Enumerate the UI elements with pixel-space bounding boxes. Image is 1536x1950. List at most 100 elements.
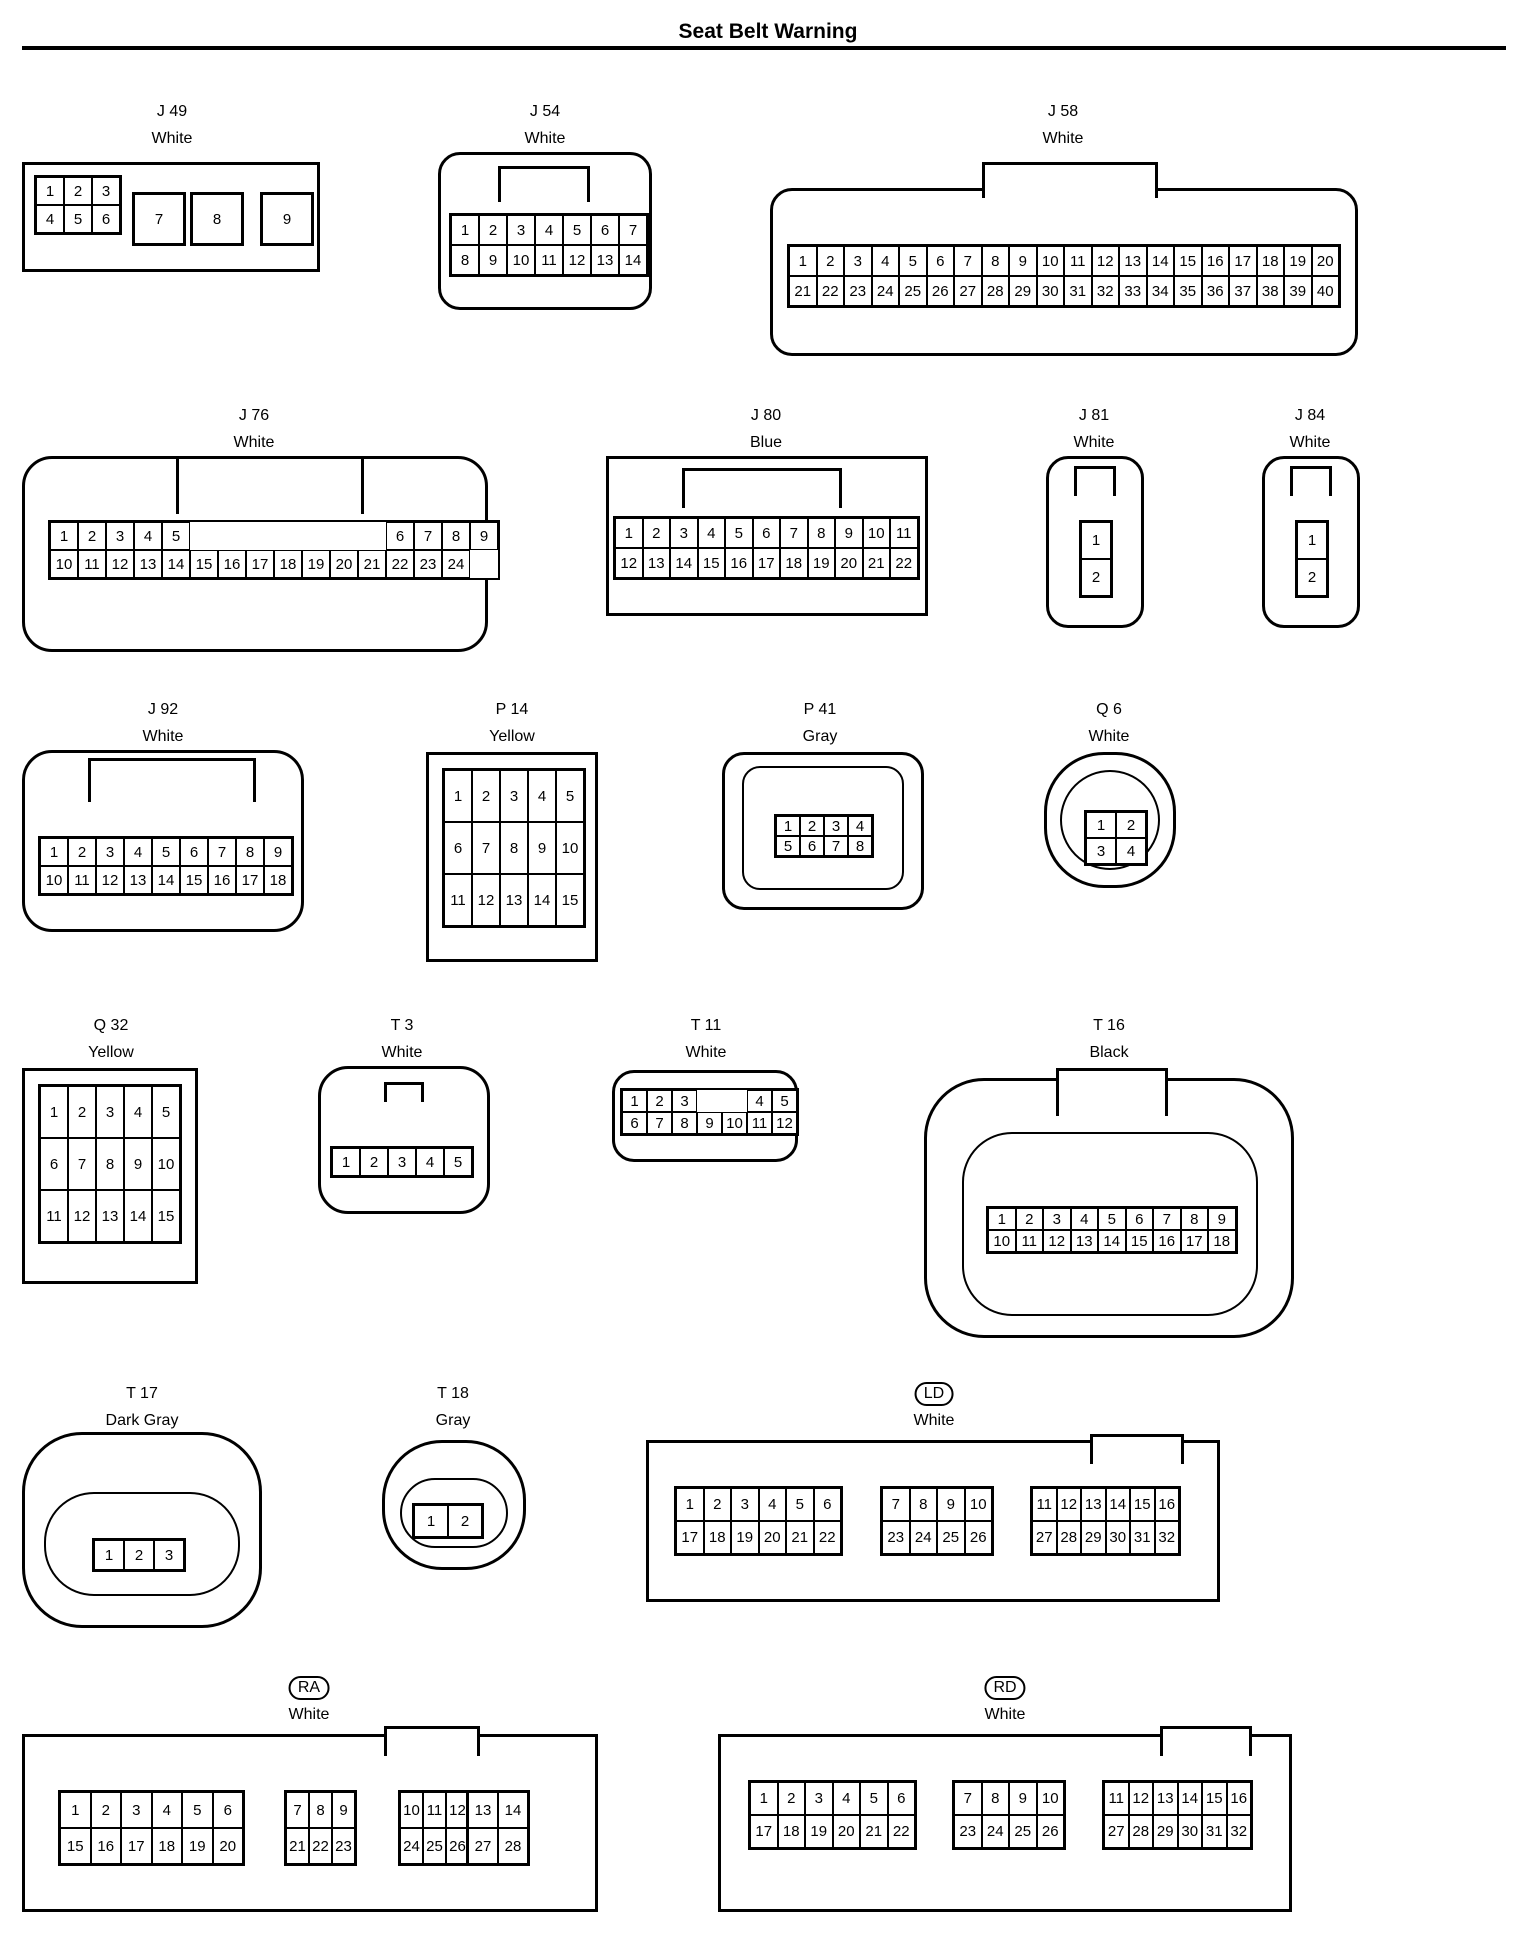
pin-2: 2 (816, 246, 844, 276)
pin-25: 25 (423, 1828, 446, 1864)
pin-13: 13 (468, 1792, 498, 1828)
pin-8: 8 (981, 246, 1009, 276)
connector-color: White (1289, 434, 1331, 451)
pin-9: 9 (124, 1138, 152, 1190)
connector-id-text: T 18 (437, 1385, 469, 1402)
pin-12: 12 (472, 874, 500, 926)
pin-12: 12 (96, 866, 124, 894)
pin-16: 16 (208, 866, 236, 894)
pin-9: 9 (528, 822, 556, 874)
pin-7: 7 (780, 518, 808, 548)
pin-19: 19 (807, 548, 835, 578)
pin-15: 15 (190, 550, 218, 578)
pin-31: 31 (1202, 1815, 1227, 1848)
pin-5: 5 (444, 1148, 472, 1176)
pin-4: 4 (134, 522, 162, 550)
connector-latch (384, 1726, 480, 1756)
pin-5: 5 (556, 770, 584, 822)
pin-14: 14 (162, 550, 190, 578)
pin-15: 15 (60, 1828, 91, 1864)
connector-id: RD (984, 1674, 1026, 1701)
pin-35: 35 (1174, 276, 1202, 306)
pin-2: 2 (800, 816, 824, 836)
pin-22: 22 (309, 1828, 332, 1864)
pin-25: 25 (899, 276, 927, 306)
pin-6: 6 (926, 246, 954, 276)
pin-31: 31 (1130, 1521, 1155, 1554)
pin-5: 5 (162, 522, 190, 550)
connector-id: RA (288, 1674, 330, 1701)
pin-8: 8 (192, 194, 242, 244)
pin-11: 11 (40, 1190, 68, 1242)
connector-id-text: J 84 (1294, 407, 1326, 424)
pin-12: 12 (68, 1190, 96, 1242)
pin-3: 3 (154, 1540, 184, 1570)
connector-color: White (288, 1706, 330, 1723)
pin-1: 1 (60, 1792, 91, 1828)
connector-latch (1160, 1726, 1252, 1756)
pin-9: 9 (1208, 1208, 1236, 1230)
connector-color: White (1042, 130, 1084, 147)
pin-32: 32 (1154, 1521, 1179, 1554)
pin-24: 24 (981, 1815, 1009, 1848)
pin-9: 9 (937, 1488, 965, 1521)
pin-gap (302, 522, 330, 550)
connector-id-text: J 80 (750, 407, 782, 424)
pin-10: 10 (50, 550, 78, 578)
pin-13: 13 (1119, 246, 1147, 276)
pin-row: 9 (262, 194, 312, 244)
pin-1: 1 (332, 1148, 360, 1176)
pin-row: 2 (1297, 559, 1327, 596)
pin-4: 4 (1116, 838, 1146, 864)
pin-2: 2 (68, 1086, 96, 1138)
pin-10: 10 (152, 1138, 180, 1190)
pin-11: 11 (535, 245, 563, 275)
pin-24: 24 (871, 276, 899, 306)
pin-2: 2 (360, 1148, 388, 1176)
pin-17: 17 (752, 548, 780, 578)
pin-gap (274, 522, 302, 550)
pin-10: 10 (556, 822, 584, 874)
pin-14: 14 (670, 548, 698, 578)
connector-inner-shell (742, 766, 904, 890)
pin-2: 2 (1116, 812, 1146, 838)
pin-6: 6 (212, 1792, 243, 1828)
pin-23: 23 (954, 1815, 982, 1848)
pin-25: 25 (1009, 1815, 1037, 1848)
pin-2: 2 (479, 215, 507, 245)
pin-21: 21 (860, 1815, 888, 1848)
pin-6: 6 (622, 1112, 647, 1134)
connector-inner-shell (1060, 770, 1160, 870)
pin-10: 10 (862, 518, 890, 548)
pin-21: 21 (862, 548, 890, 578)
connector-label: RA White (288, 1674, 330, 1728)
connector-color: White (685, 1044, 727, 1061)
pin-4: 4 (535, 215, 563, 245)
connector-color: White (381, 1044, 423, 1061)
pin-22: 22 (813, 1521, 841, 1554)
pin-8: 8 (1180, 1208, 1208, 1230)
pin-34: 34 (1146, 276, 1174, 306)
pin-3: 3 (824, 816, 848, 836)
pin-2: 2 (703, 1488, 731, 1521)
